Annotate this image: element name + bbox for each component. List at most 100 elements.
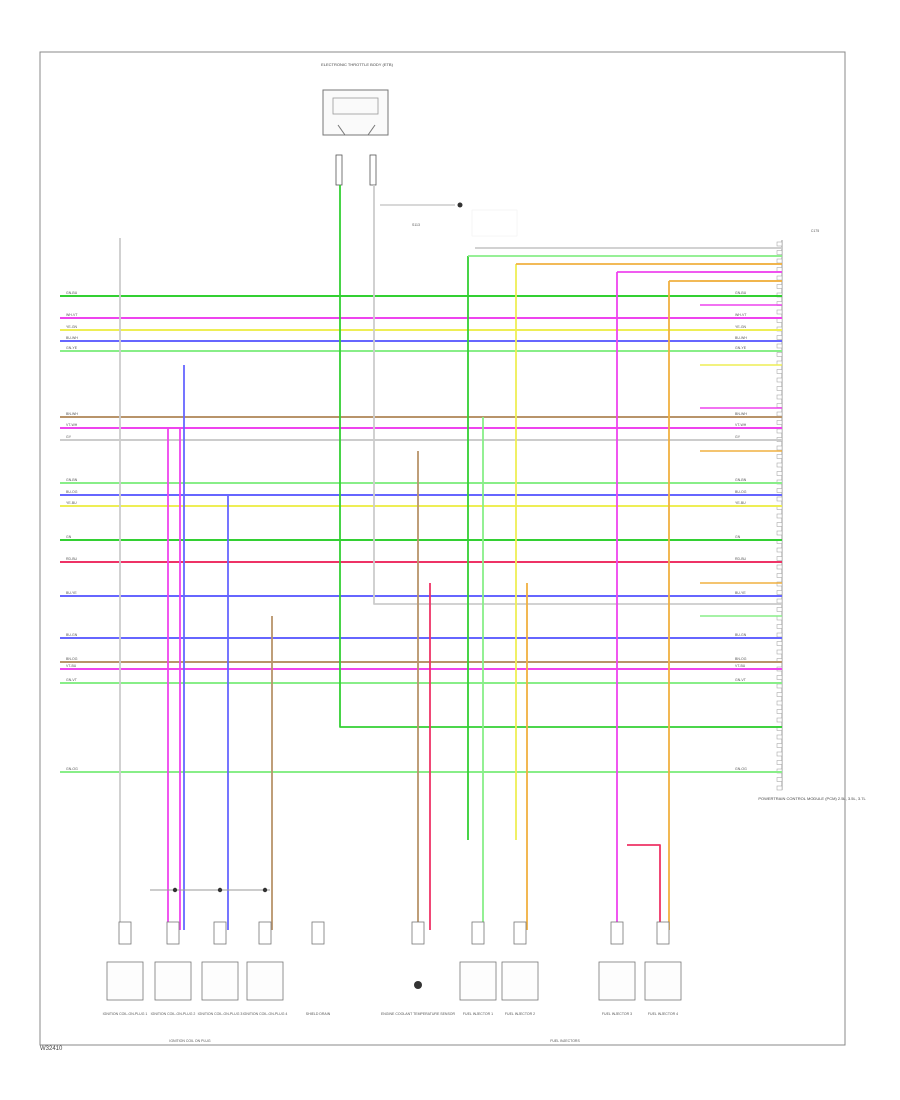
pcm-pin [776, 471, 783, 476]
pcm-pin [776, 598, 783, 604]
component-label-2: IGNITION COIL-ON-PLUG 2 [151, 1012, 196, 1016]
pcm-pin [776, 573, 783, 578]
component-label-10: FUEL INJECTOR 4 [648, 1012, 678, 1016]
component-connector-6 [411, 921, 425, 945]
pcm-pin [776, 411, 783, 417]
wire-label-right-6: BN-WH [735, 412, 747, 416]
component-body-4 [246, 961, 284, 1001]
pcm-pin [776, 692, 783, 697]
component-label-9: FUEL INJECTOR 3 [602, 1012, 632, 1016]
splice-dot-1 [172, 887, 178, 893]
pcm-pin [776, 624, 783, 629]
pcm-pin [776, 513, 783, 519]
wire-label-left-8: GY [66, 435, 72, 439]
pcm-pin [776, 751, 783, 757]
component-body-10 [644, 961, 682, 1001]
pcm-pin [776, 564, 783, 570]
pcm-pin [776, 641, 783, 646]
pcm-pin [776, 522, 783, 527]
pcm-pin [776, 241, 783, 247]
wire-label-right-3: YE-GN [735, 325, 747, 329]
pcm-pin [776, 454, 783, 459]
wire-label-right-4: BU-WH [735, 336, 747, 340]
component-body-9 [598, 961, 636, 1001]
pcm-pin [776, 556, 783, 561]
wire-label-left-1: GN-BU [66, 291, 78, 295]
pcm-pin [776, 318, 783, 323]
top-module: ELECTRONIC THROTTLE BODY (ETB) S113 [321, 62, 420, 227]
pcm-pin [776, 352, 783, 357]
wire-label-right-18: GN-VT [735, 678, 747, 682]
top-module-label: ELECTRONIC THROTTLE BODY (ETB) [321, 62, 394, 67]
component-connector-10 [656, 921, 670, 945]
component-connector-7 [471, 921, 485, 945]
wire-label-left-7: VT-WH [66, 423, 78, 427]
pcm-pin [776, 632, 783, 638]
pcm-pin [776, 343, 783, 349]
connector-header: C175 [811, 229, 819, 233]
component-connector-1 [118, 921, 132, 945]
pcm-pin [776, 428, 783, 434]
pcm-pin [776, 369, 783, 374]
wire-label-left-16: BN-OG [66, 657, 78, 661]
group-label-injectors: FUEL INJECTORS [550, 1039, 580, 1043]
component-connector-8 [513, 921, 527, 945]
pcm-pin [776, 377, 783, 383]
pcm-label: POWERTRAIN CONTROL MODULE (PCM) 2.5L, 3.… [758, 796, 866, 801]
wire-label-left-10: BU-OG [66, 490, 78, 494]
pcm-pin [776, 649, 783, 655]
wire-label-right-14: BU-YE [735, 591, 746, 595]
wire-drop-1 [339, 185, 782, 728]
component-label-6: ENGINE COOLANT TEMPERATURE SENSOR [381, 1012, 456, 1016]
wire-label-right-9: GN-BN [735, 478, 747, 482]
wire-label-right-8: GY [735, 435, 741, 439]
wire-label-right-2: WH-VT [735, 313, 747, 317]
pcm-pin [776, 530, 783, 536]
wire-label-right-5: GN-YE [735, 346, 747, 350]
pcm-pin [776, 683, 783, 689]
wire-label-left-14: BU-YE [66, 591, 77, 595]
component-connector-3 [213, 921, 227, 945]
pcm-pin [776, 462, 783, 468]
component-connector-4 [258, 921, 272, 945]
component-body-3 [201, 961, 239, 1001]
component-body-1 [106, 961, 144, 1001]
pcm-pin [776, 258, 783, 264]
component-body-8 [501, 961, 539, 1001]
pcm-pin [776, 420, 783, 425]
pcm-pin [776, 709, 783, 714]
wire-label-left-19: GN-OG [66, 767, 78, 771]
component-connector-9 [610, 921, 624, 945]
pcm-pin [776, 445, 783, 451]
wire-label-right-19: GN-OG [735, 767, 747, 771]
pcm-pin [776, 488, 783, 493]
wire-label-left-17: VT-BU [66, 664, 77, 668]
pcm-pin [776, 590, 783, 595]
component-label-7: FUEL INJECTOR 1 [463, 1012, 493, 1016]
pcm-pin [776, 335, 783, 340]
splice-dot-3 [262, 887, 268, 893]
pcm-pin [776, 777, 783, 782]
pcm-module: C175 POWERTRAIN CONTROL MODULE (PCM) 2.5… [758, 229, 866, 801]
top-module-body [322, 89, 389, 136]
pcm-pin [776, 547, 783, 553]
pcm-pin [776, 717, 783, 723]
pcm-pin [776, 267, 783, 272]
wire-label-right-1: GN-BU [735, 291, 747, 295]
wire-label-right-12: GN [735, 535, 741, 539]
pcm-pin [776, 275, 783, 281]
wire-label-right-15: BU-GN [735, 633, 747, 637]
wire-drop-2 [373, 185, 782, 605]
pcm-pin [776, 496, 783, 502]
pcm-pin [776, 250, 783, 255]
pcm-pin [776, 675, 783, 680]
wire-label-right-13: RD-BU [735, 557, 747, 561]
wire-label-left-9: GN-BN [66, 478, 78, 482]
component-body-7 [459, 961, 497, 1001]
wire-label-left-11: YE-BU [66, 501, 77, 505]
splice-label: S113 [412, 223, 420, 227]
component-label-5: SHIELD DRAIN [306, 1012, 331, 1016]
sensor-icon [414, 981, 422, 989]
